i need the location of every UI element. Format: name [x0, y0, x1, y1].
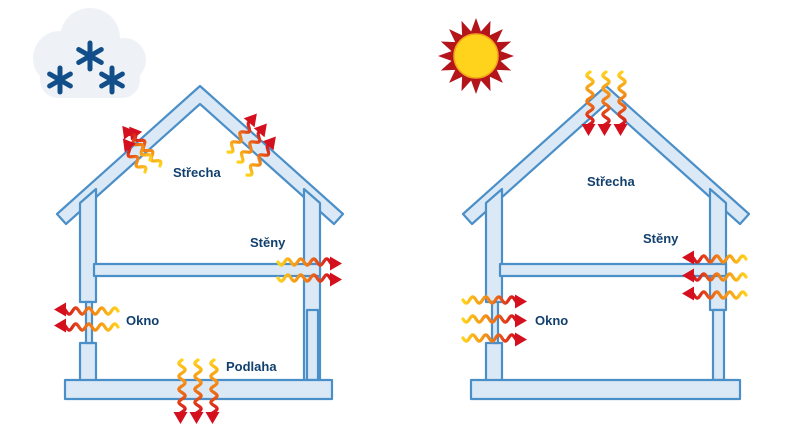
snowflake-icon — [99, 65, 125, 95]
left-wall-left-lower — [78, 341, 98, 383]
left-floor-slab — [63, 378, 334, 401]
left-floor-label: Podlaha — [226, 359, 277, 374]
heat-wave-arrow — [682, 268, 748, 283]
left-window-label: Okno — [126, 313, 160, 328]
sun-core — [453, 33, 499, 79]
heat-wave-arrow — [682, 250, 748, 265]
heat-wave-arrow — [461, 332, 527, 347]
left-wall-right-lower — [305, 308, 320, 382]
heat-wave-arrow — [173, 358, 188, 424]
heat-wave-arrow — [205, 358, 220, 424]
heat-wave-arrow — [54, 318, 120, 333]
heat-wave-arrow — [189, 358, 204, 424]
right-house — [461, 84, 751, 401]
heat-wave-arrow — [226, 113, 257, 154]
left-roof-label: Střecha — [173, 165, 221, 180]
heat-wave-arrow — [461, 313, 527, 328]
right-wall-left-lower — [484, 341, 504, 383]
right-window-label: Okno — [535, 313, 569, 328]
heat-wave-arrow — [682, 286, 748, 301]
heat-wave-arrow — [122, 125, 153, 162]
left-roof — [55, 84, 345, 226]
heat-wave-arrow — [613, 70, 628, 136]
right-roof — [461, 84, 751, 226]
left-walls-label: Stěny — [250, 235, 286, 250]
right-floor-slab — [469, 378, 742, 401]
heat-wave-arrow — [245, 136, 276, 177]
snowflake-icon — [76, 40, 104, 72]
left-ceiling-slab — [92, 262, 322, 278]
right-walls-label: Stěny — [643, 231, 679, 246]
sun-icon — [438, 18, 514, 94]
right-roof-label: Střecha — [587, 174, 635, 189]
snowflakes — [47, 40, 125, 95]
heat-wave-arrow — [54, 302, 120, 317]
right-ceiling-slab — [498, 262, 728, 278]
heat-wave-arrow — [597, 70, 612, 136]
heat-wave-arrow — [276, 256, 342, 271]
heat-wave-arrow — [236, 123, 267, 164]
heat-wave-arrow — [461, 294, 527, 309]
left-house — [55, 84, 345, 401]
snowflake-icon — [47, 65, 73, 95]
heat-wave-arrow — [276, 272, 342, 287]
right-wall-left-upper — [484, 187, 504, 304]
left-wall-left-upper — [78, 187, 98, 304]
heat-wave-arrow — [122, 138, 148, 174]
right-wall-right-lower — [711, 308, 726, 382]
heat-arrows — [54, 70, 748, 424]
heat-wave-arrow — [581, 70, 596, 136]
